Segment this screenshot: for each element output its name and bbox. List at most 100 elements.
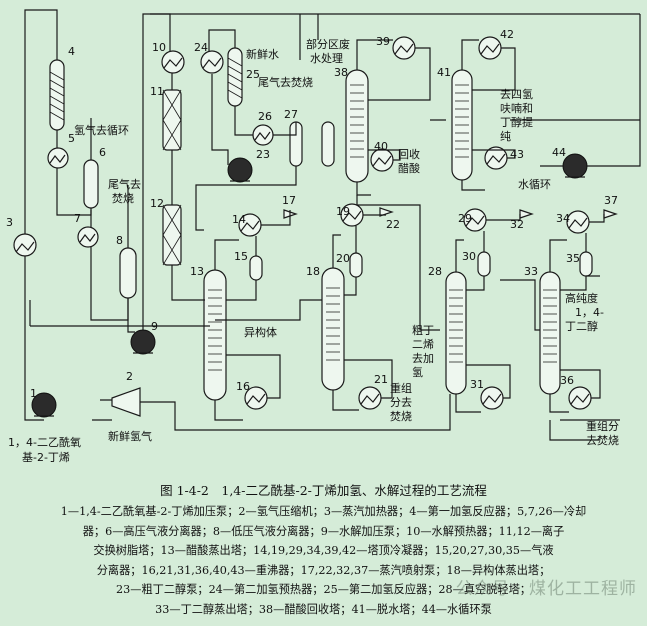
- equipment-number-32: 32: [510, 218, 524, 231]
- label-thf-2: 呋喃和: [500, 101, 533, 115]
- crude-bdo-pump-23: [227, 157, 253, 183]
- equipment-number-25: 25: [246, 68, 260, 81]
- equipment-number-33: 33: [524, 265, 538, 278]
- process-flow-diagram: 1 2 3 4 5 6 7 8 9 10 11 12 13 14 15 16 1…: [6, 9, 641, 464]
- equipment-number-22: 22: [386, 218, 400, 231]
- legend-line: 1—1,4-二乙酰氧基-2-丁烯加压泵；2—氢气压缩机；3—蒸汽加热器；4—第一…: [60, 505, 587, 518]
- equipment-number-19: 19: [336, 205, 350, 218]
- feed-pump-1: [31, 392, 57, 418]
- label-isomer: 异构体: [244, 325, 277, 339]
- label-fresh-h2: 新鲜氢气: [108, 429, 152, 443]
- label-recover-acetic-1: 回收: [398, 147, 420, 161]
- equipment-number-13: 13: [190, 265, 204, 278]
- label-hp-bdo-3: 丁二醇: [565, 319, 598, 333]
- ion-exchange-tower-11: [162, 89, 182, 151]
- equipment-number-15: 15: [234, 250, 248, 263]
- label-new-water: 新鲜水: [246, 47, 279, 61]
- label-heavy-burn2-2: 去焚烧: [586, 434, 619, 447]
- equipment-number-18: 18: [306, 265, 320, 278]
- label-hp-bdo-2: 1，4-: [575, 306, 604, 319]
- equipment-number-24: 24: [194, 41, 208, 54]
- equipment-number-14: 14: [232, 213, 246, 226]
- hydrolysis-preheater-10: [161, 50, 185, 74]
- equipment-number-7: 7: [74, 212, 81, 225]
- reboiler-31: [480, 386, 504, 410]
- legend-line: 分离器；16,21,31,36,40,43—重沸器；17,22,32,37—蒸汽…: [96, 563, 551, 577]
- isomer-stripping-tower-18: [321, 267, 345, 391]
- equipment-number-29: 29: [458, 212, 472, 225]
- equipment-number-39: 39: [376, 35, 390, 48]
- equipment-number-2: 2: [126, 370, 133, 383]
- label-crude-butene-4: 氢: [412, 365, 423, 379]
- equipment-number-43: 43: [510, 148, 524, 161]
- label-hp-bdo-1: 高纯度: [565, 291, 598, 305]
- steam-ejector-22: [379, 207, 394, 217]
- equipment-number-27: 27: [284, 108, 298, 121]
- label-thf-3: 丁醇提: [500, 115, 533, 129]
- label-feed-2: 基-2-丁烯: [22, 451, 70, 464]
- equipment-number-42: 42: [500, 28, 514, 41]
- legend-line: 器；6—高压气液分离器；8—低压气液分离器；9—水解加压泵；10—水解预热器；1…: [82, 524, 565, 538]
- label-crude-butene-1: 粗丁: [412, 324, 434, 337]
- label-h2-recycle: 氢气去循环: [74, 123, 129, 137]
- gas-liquid-separator-35: [579, 251, 593, 277]
- reboiler-36: [568, 386, 592, 410]
- reboiler-21: [358, 386, 382, 410]
- equipment-number-5: 5: [68, 132, 75, 145]
- steam-ejector-32: [519, 209, 534, 219]
- equipment-number-6: 6: [99, 146, 106, 159]
- equipment-number-9: 9: [151, 320, 158, 333]
- equipment-number-35: 35: [566, 252, 580, 265]
- equipment-number-36: 36: [560, 374, 574, 387]
- cooler-5: [47, 147, 69, 169]
- equipment-number-1: 1: [30, 387, 37, 400]
- steam-ejector-37: [603, 209, 618, 219]
- equipment-number-11: 11: [150, 85, 164, 98]
- equipment-number-34: 34: [556, 212, 570, 225]
- second-hydrogenation-preheater-24: [200, 50, 224, 74]
- equipment-number-21: 21: [374, 373, 388, 386]
- label-heavy-burn-1: 重组: [390, 381, 412, 395]
- cooler-7: [77, 226, 99, 248]
- legend-line: 23—粗丁二醇泵；24—第二加氢预热器；25—第二加氢反应器；28—真空脱轻塔；: [116, 583, 531, 597]
- label-feed-1: 1，4-二乙酰氧: [8, 435, 81, 449]
- label-recover-acetic-2: 醋酸: [398, 161, 420, 175]
- label-crude-butene-2: 二烯: [412, 338, 434, 351]
- equipment-number-30: 30: [462, 250, 476, 263]
- equipment-number-12: 12: [150, 197, 164, 210]
- equipment-number-31: 31: [470, 378, 484, 391]
- gas-liquid-separator-15: [249, 255, 263, 281]
- label-heavy-burn2-1: 重组分: [586, 419, 619, 433]
- equipment-number-8: 8: [116, 234, 123, 247]
- label-thf-4: 纯: [500, 130, 511, 143]
- equipment-number-17: 17: [282, 194, 296, 207]
- label-crude-butene-3: 去加: [412, 352, 434, 365]
- condenser-34: [566, 210, 590, 234]
- acetic-acid-stripping-tower-13: [203, 269, 227, 401]
- equipment-number-44: 44: [552, 146, 566, 159]
- equipment-number-38: 38: [334, 66, 348, 79]
- hydrolysis-pump-9: [130, 329, 156, 355]
- label-heavy-burn-3: 焚烧: [390, 410, 412, 423]
- equipment-number-23: 23: [256, 148, 270, 161]
- label-tail-gas-2: 焚烧: [112, 192, 134, 205]
- condenser-39: [392, 36, 416, 60]
- cooler-26: [252, 124, 274, 146]
- gas-liquid-separator-30: [477, 251, 491, 277]
- equipment-number-4: 4: [68, 45, 75, 58]
- label-thf-1: 去四氢: [500, 87, 533, 101]
- second-hydrogenation-reactor-25: [227, 47, 243, 107]
- equipment-number-20: 20: [336, 252, 350, 265]
- lp-gas-liquid-separator-8: [119, 247, 137, 299]
- vessel-near-38: [321, 121, 335, 167]
- label-wastewater-1: 部分区废: [306, 37, 350, 51]
- condenser-42: [478, 36, 502, 60]
- equipment-number-41: 41: [437, 66, 451, 79]
- equipment-number-26: 26: [258, 110, 272, 123]
- ion-exchange-tower-12: [162, 204, 182, 266]
- label-tail-gas-top: 尾气去焚烧: [258, 75, 313, 89]
- label-water-loop: 水循环: [518, 178, 551, 191]
- equipment-number-28: 28: [428, 265, 442, 278]
- watermark: 公众号 · 煤化工工程师: [455, 579, 637, 599]
- label-tail-gas-1: 尾气去: [108, 177, 141, 191]
